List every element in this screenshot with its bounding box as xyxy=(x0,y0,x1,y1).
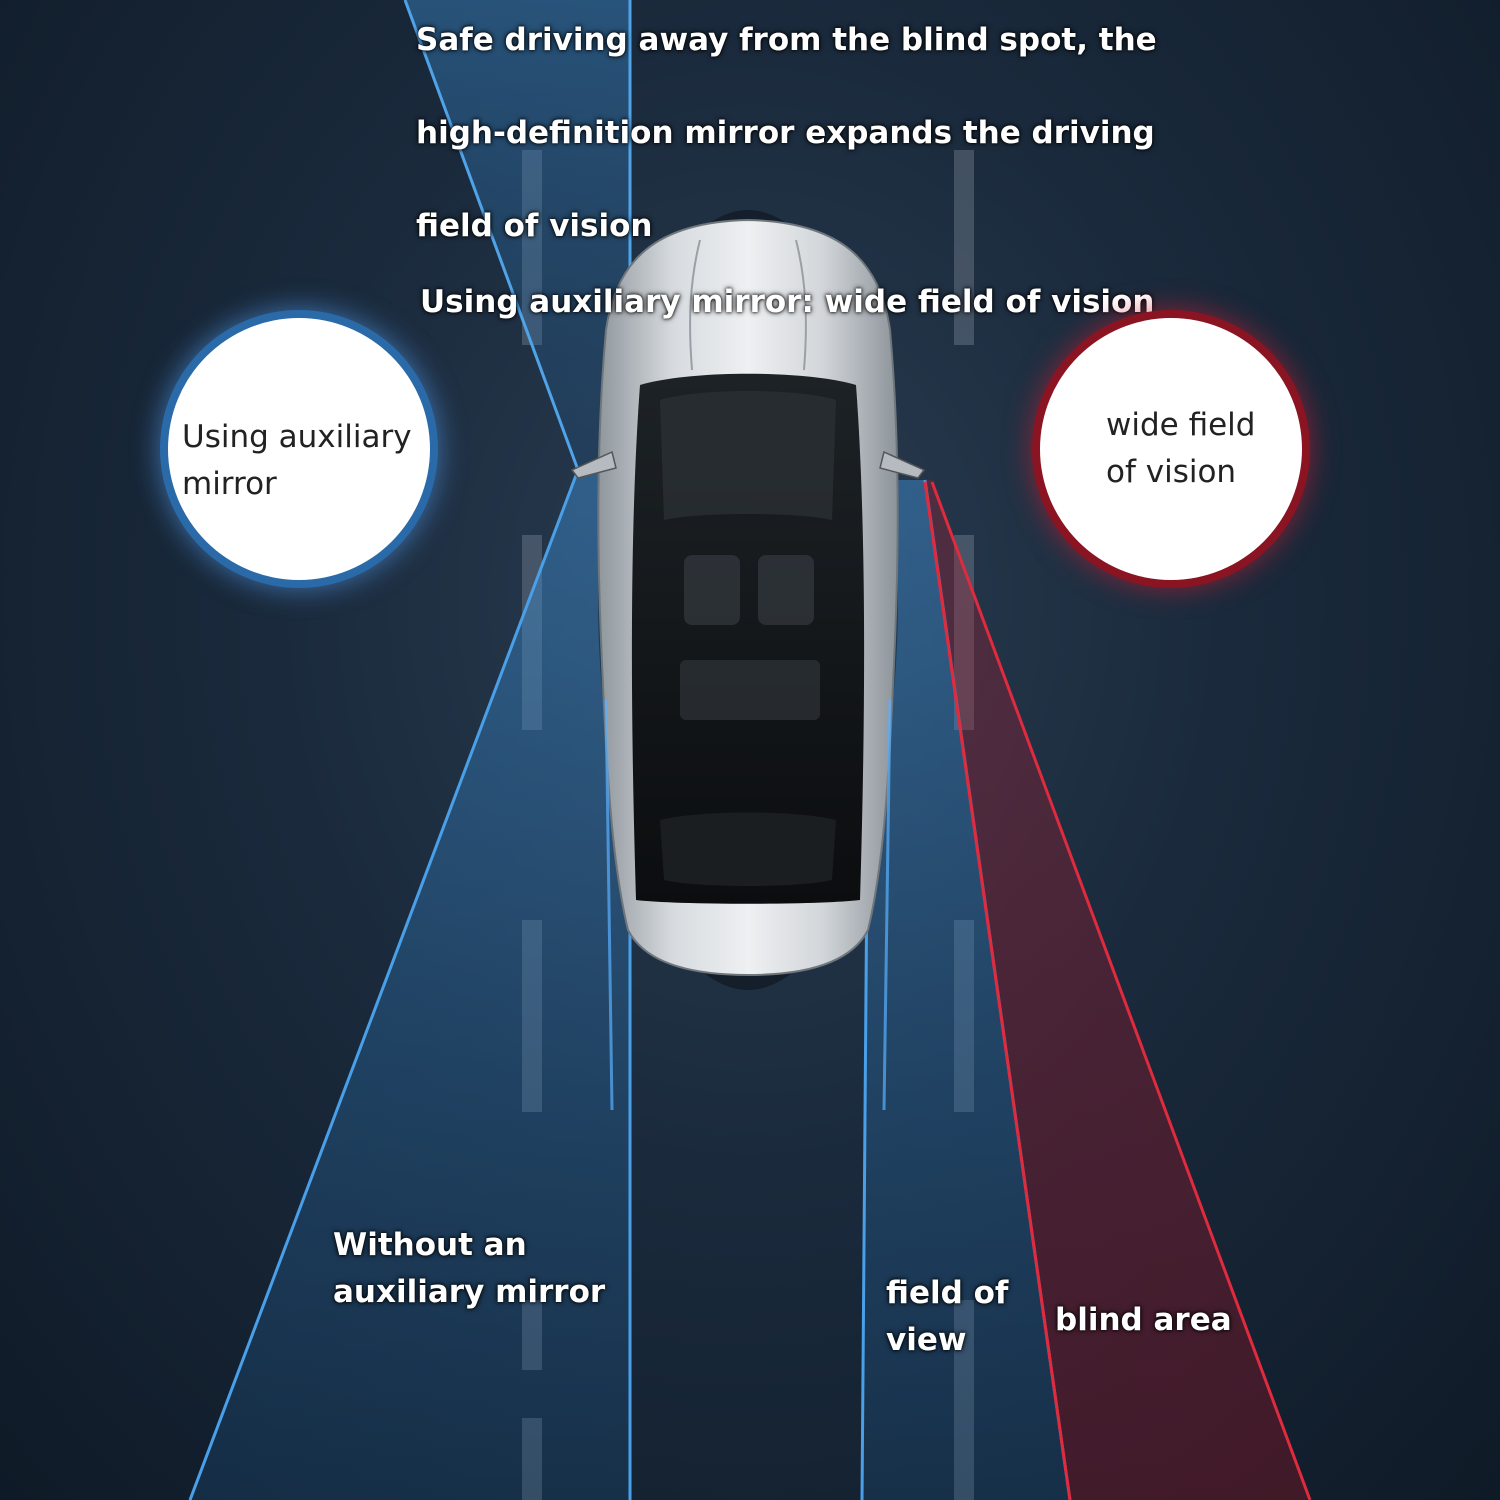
upper-mirror-beam xyxy=(405,0,630,470)
badge-right-line-2: of vision xyxy=(1106,454,1237,490)
badge-right-line-1: wide field xyxy=(1106,407,1256,443)
badge-left-line-2: mirror xyxy=(182,466,277,502)
right-view-beam xyxy=(862,480,1070,1500)
wide-field-badge: wide field of vision xyxy=(1040,318,1302,580)
blind-area-label: blind area xyxy=(1055,1302,1232,1338)
field-of-view-label-line-1: field of xyxy=(886,1275,1009,1311)
headline-line-1: Safe driving away from the blind spot, t… xyxy=(416,22,1157,58)
headline-line-4: Using auxiliary mirror: wide field of vi… xyxy=(420,284,1155,320)
auxiliary-mirror-badge: Using auxiliary mirror xyxy=(168,318,430,580)
without-mirror-label-line-2: auxiliary mirror xyxy=(333,1274,606,1310)
field-of-view-label-line-2: view xyxy=(886,1322,967,1358)
headline-line-2: high-definition mirror expands the drivi… xyxy=(416,115,1155,151)
badge-left-line-1: Using auxiliary xyxy=(182,419,412,455)
car xyxy=(570,210,926,1111)
headline-line-3: field of vision xyxy=(416,208,653,244)
without-mirror-label-line-1: Without an xyxy=(333,1227,527,1263)
left-view-beam xyxy=(190,470,630,1500)
